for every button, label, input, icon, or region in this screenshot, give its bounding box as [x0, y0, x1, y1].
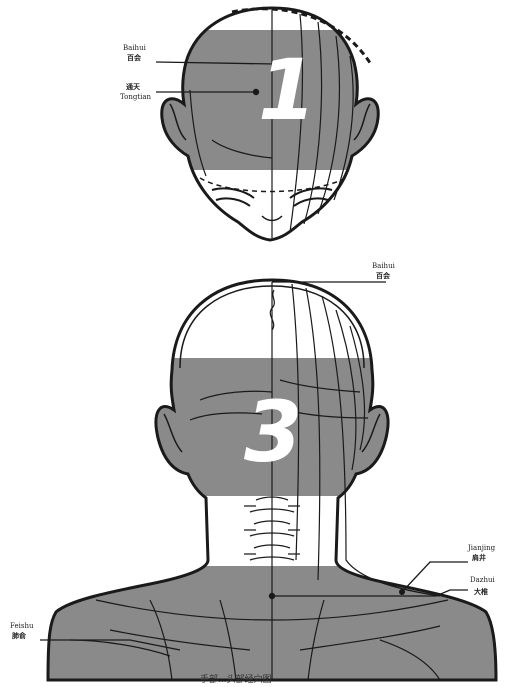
figure-caption: 手部...头部经穴图: [200, 672, 272, 685]
jianjing-pinyin: Jianjing: [468, 544, 495, 553]
zone-1-number: 1: [258, 48, 316, 132]
feishu-chinese: 肺俞: [12, 632, 26, 641]
baihui-top-chinese: 百会: [127, 54, 141, 63]
baihui-back-chinese: 百会: [376, 272, 390, 281]
baihui-top-pinyin: Baihui: [123, 44, 146, 53]
dazhui-pinyin: Dazhui: [470, 576, 495, 585]
zone-3-band-lower: [40, 566, 500, 682]
tongtian-chinese: 通天: [126, 83, 140, 92]
baihui-back-pinyin: Baihui: [372, 262, 395, 271]
zone-3-number: 3: [244, 390, 302, 474]
tongtian-pinyin: Tongtian: [120, 93, 151, 102]
dazhui-chinese: 大椎: [474, 588, 488, 597]
back-head-figure: [40, 280, 500, 682]
feishu-pinyin: Feishu: [10, 622, 33, 631]
jianjing-chinese: 肩井: [472, 554, 486, 563]
